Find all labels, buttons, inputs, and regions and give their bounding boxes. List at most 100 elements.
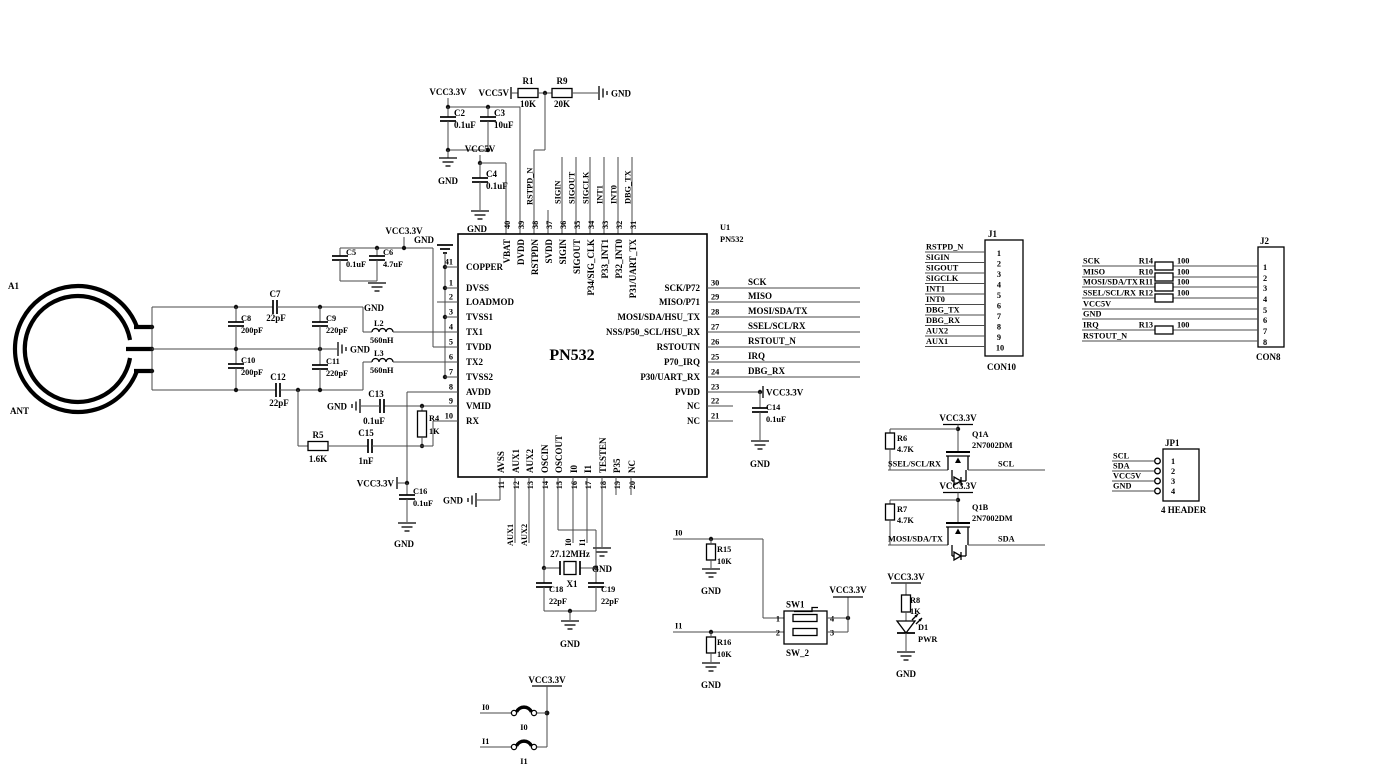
sw1-refdes: SW1 [786,600,805,610]
j1-sig: DBG_RX [926,316,960,325]
r11-ref: R11 [1139,278,1153,287]
j2-sig: GND [1083,310,1101,319]
vcc33-port-jumpers: VCC3.3V [528,675,566,685]
pin-num: 14 [541,481,550,489]
c16-val: 0.1uF [413,499,433,508]
pin-num: 4 [449,323,453,332]
c5-ref: C5 [346,248,356,257]
sw1-pin3: 3 [830,629,834,638]
c11-val: 220pF [326,369,348,378]
pin-name: AVDD [466,387,491,397]
gnd-label-c14: GND [750,459,771,469]
pin-num: 12 [512,481,521,489]
pin-name: P34/SIG_CLK [586,239,596,296]
right-signal-wires: SCK MISO MOSI/SDA/TX SSEL/SCL/RX RSTOUT_… [707,277,860,469]
jumper-i1-label: I1 [520,757,527,766]
ic-refdes: U1 [720,223,730,232]
gnd-label-x1: GND [560,639,581,649]
net-i0-pin: I0 [564,539,573,546]
r15-ref: R15 [717,545,731,554]
l2-ref: L2 [374,319,384,328]
j1-pin: 3 [997,270,1001,279]
sw1-pin2: 2 [776,629,780,638]
c2-ref: C2 [454,108,465,118]
j1-pin: 8 [997,323,1001,332]
pin-num: 6 [449,353,453,362]
pin-num: 22 [711,397,719,406]
pin-num: 5 [449,338,453,347]
c19-ref: C19 [601,585,615,594]
pin-name: P30/UART_RX [640,372,700,382]
pin-num: 30 [711,279,719,288]
pin-num: 11 [497,481,506,489]
pin-name: TVSS2 [466,372,494,382]
c9-ref: C9 [326,314,336,323]
c8-ref: C8 [241,314,251,323]
vcc33-port-q1b: VCC3.3V [939,481,977,491]
j1-pin: 9 [997,333,1001,342]
c3-val: 10uF [494,120,514,130]
net-i1-jumper: I1 [482,737,489,746]
pin-num: 2 [449,293,453,302]
pin-name: RSTPDN [530,239,540,276]
d1-val: PWR [918,635,938,644]
c14-ref: C14 [766,403,780,412]
d1-ref: D1 [918,623,928,632]
gnd-label-c4: GND [467,224,488,234]
j1-sig: SIGOUT [926,264,959,273]
power-led-cluster: VCC3.3V R8 1K D1 PWR GND [887,572,938,679]
vcc5-port-label-2: VCC5V [465,144,496,154]
j2-refdes: J2 [1260,236,1270,246]
antenna-matching-network: C7 22pF C8 200pF C10 200pF GND C9 220pF … [149,289,458,408]
c15-ref: C15 [358,428,374,438]
pin-name: SVDD [544,239,554,264]
vcc33-port-sw1: VCC3.3V [829,585,867,595]
j2-sig: MOSI/SDA/TX [1083,278,1138,287]
c7-ref: C7 [270,289,281,299]
j1-pin: 5 [997,291,1001,300]
pin-num: 35 [573,221,582,229]
pin-name: TVSS1 [466,312,494,322]
net-aux1: AUX1 [506,524,515,546]
pin-name: OSCOUT [554,435,564,473]
j2-sig: SCK [1083,257,1101,266]
c6-val: 4.7uF [383,260,403,269]
pin-num: 9 [449,397,453,406]
pin-name: NSS/P50_SCL/HSU_RX [606,327,701,337]
j2-sig: RSTOUT_N [1083,332,1127,341]
j2-sig: MISO [1083,268,1106,277]
pin-name: TX1 [466,327,484,337]
net-i0-sw: I0 [675,529,682,538]
j1-sig: SIGIN [926,253,950,262]
jumper-i0-label: I0 [520,723,527,732]
r7-ref: R7 [897,505,907,514]
net-miso: MISO [748,291,772,301]
pin-num: 15 [555,481,564,489]
j2-sig: SSEL/SCL/RX [1083,289,1136,298]
net-sigin: SIGIN [554,180,563,204]
c3-ref: C3 [494,108,505,118]
antenna-refdes: A1 [8,281,19,291]
pin-num: 19 [613,481,622,489]
pin-num: 20 [628,481,637,489]
r6-val: 4.7K [897,445,914,454]
c12-val: 22pF [269,398,289,408]
c14-val: 0.1uF [766,415,786,424]
j1-sig: DBG_TX [926,306,960,315]
pin-name: NC [687,401,700,411]
pin-num: 24 [711,368,719,377]
l2-val: 560nH [370,336,394,345]
pin-num: 33 [601,221,610,229]
vcc5-port-label-1: VCC5V [479,88,510,98]
net-sck: SCK [748,277,767,287]
pin-name: DVSS [466,283,489,293]
j1-sig: AUX1 [926,337,948,346]
net-ssel: SSEL/SCL/RX [748,321,806,331]
jp1-footprint: 4 HEADER [1161,505,1207,515]
j2-sig: VCC5V [1083,300,1111,309]
r12-ref: R12 [1139,289,1153,298]
pin-name: VBAT [502,239,512,263]
c2-val: 0.1uF [454,120,476,130]
gnd-label-r16: GND [701,680,722,690]
